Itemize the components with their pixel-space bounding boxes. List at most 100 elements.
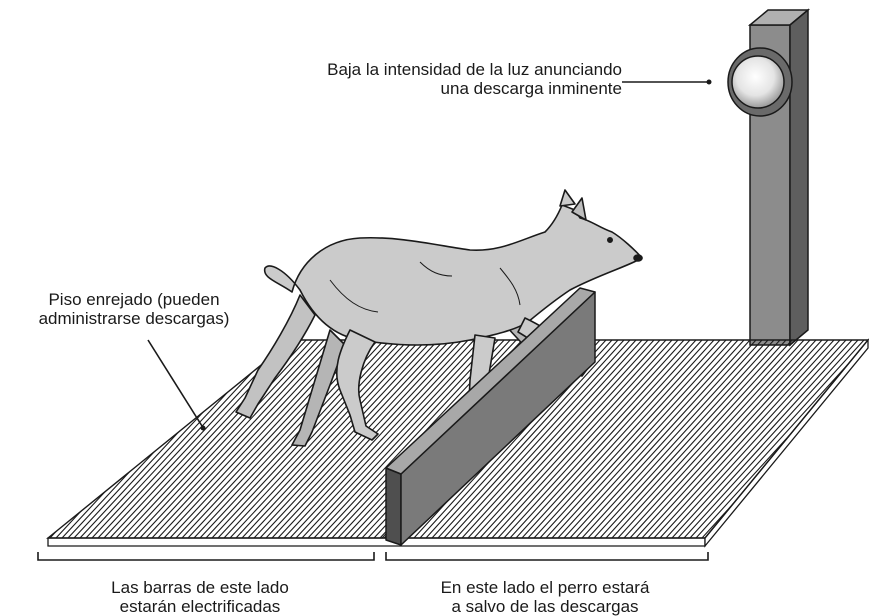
grid-bar — [48, 340, 245, 538]
grid-bar — [151, 340, 353, 538]
grid-bar — [217, 340, 419, 538]
grid-bar — [479, 340, 661, 538]
light-annotation-line2: una descarga inminente — [440, 79, 622, 98]
grid-bar — [73, 340, 275, 538]
safe-side-caption-line2: a salvo de las descargas — [451, 597, 639, 616]
grid-bar — [48, 340, 167, 538]
grid-bar — [521, 340, 703, 538]
grid-bar — [48, 340, 209, 538]
grid-bar — [48, 340, 59, 538]
grid-bar — [48, 340, 203, 538]
grid-bar — [48, 340, 227, 538]
grid-bar — [48, 340, 89, 538]
grid-bar — [289, 340, 491, 538]
light-annotation: Baja la intensidad de la luz anunciando … — [232, 60, 622, 98]
grid-bar — [48, 340, 125, 538]
safe-side-caption-line1: En este lado el perro estará — [440, 578, 650, 597]
grid-bar — [551, 340, 733, 538]
electrified-side-caption: Las barras de este lado estarán electrif… — [40, 578, 360, 616]
grid-bar — [611, 340, 793, 538]
grid-bar — [48, 340, 65, 538]
grid-bar — [437, 340, 619, 538]
grid-bar — [48, 340, 101, 538]
grid-bar — [55, 340, 257, 538]
floor-label-leader — [147, 339, 203, 427]
grid-bar — [617, 340, 799, 538]
light-annotation-line1: Baja la intensidad de la luz anunciando — [327, 60, 622, 79]
floor-annotation-line1: Piso enrejado (pueden — [48, 290, 220, 309]
grid-bar — [0, 323, 46, 538]
grid-bar — [539, 340, 721, 538]
grid-bar — [295, 340, 497, 538]
grid-bar — [49, 340, 251, 538]
grid-bar — [48, 340, 161, 538]
grid-bar — [85, 340, 287, 538]
grid-bar — [48, 340, 233, 538]
grid-bar — [665, 340, 847, 538]
grid-bar — [48, 340, 95, 538]
grid-bar — [599, 340, 781, 538]
grid-bar — [533, 340, 715, 538]
grid-bar — [145, 340, 347, 538]
grid-bar — [659, 340, 841, 538]
electrified-side-caption-line2: estarán electrificadas — [119, 597, 281, 616]
left-side-brace — [37, 552, 375, 561]
grid-bar — [461, 340, 643, 538]
grid-bar — [515, 340, 697, 538]
right-side-brace — [385, 552, 709, 561]
floor-outline — [46, 339, 869, 539]
grid-bar — [48, 340, 53, 538]
grid-bar — [485, 340, 667, 538]
grid-bar — [671, 340, 853, 538]
grid-bar — [569, 340, 751, 538]
grid-bar — [48, 340, 143, 538]
grid-bar — [653, 340, 835, 538]
grid-bar — [683, 340, 865, 538]
grid-bar — [247, 340, 449, 538]
grid-bar — [593, 340, 775, 538]
grid-bar — [48, 340, 113, 538]
grid-bar — [557, 340, 739, 538]
grid-bar — [223, 340, 425, 538]
grid-bar — [48, 340, 239, 538]
grid-bar — [48, 340, 149, 538]
grid-bar — [503, 340, 685, 538]
grid-bar — [0, 323, 40, 538]
grid-bar — [641, 340, 823, 538]
grid-bar — [455, 340, 637, 538]
grid-bar — [67, 340, 269, 538]
grid-bar — [48, 340, 221, 538]
grid-bar — [241, 340, 443, 538]
floor-label-leader-dot — [200, 425, 206, 431]
grid-bar — [581, 340, 763, 538]
grid-bar — [623, 340, 805, 538]
divider-barrier — [385, 287, 596, 546]
grid-bar — [127, 340, 329, 538]
light-label-leader-dot — [706, 79, 712, 85]
grid-bar — [575, 340, 757, 538]
grid-bar — [48, 340, 215, 538]
grid-bar — [235, 340, 437, 538]
grid-bar — [563, 340, 745, 538]
grid-bar — [301, 340, 503, 538]
grid-bar — [139, 340, 341, 538]
grid-bar — [283, 340, 485, 538]
floor-annotation-line2: administrarse descargas) — [38, 309, 230, 328]
grid-bar — [527, 340, 709, 538]
grid-bar — [449, 340, 631, 538]
grid-bar — [473, 340, 655, 538]
grid-bar — [677, 340, 859, 538]
grid-bar — [277, 340, 479, 538]
grid-bar — [647, 340, 829, 538]
floor-annotation: Piso enrejado (pueden administrarse desc… — [8, 290, 260, 328]
grid-bar — [629, 340, 811, 538]
safe-side-caption: En este lado el perro estará a salvo de … — [395, 578, 695, 616]
floor-slab — [47, 338, 869, 548]
grid-bar — [48, 340, 191, 538]
grid-bar — [61, 340, 263, 538]
grid-bar — [605, 340, 787, 538]
grid-bar — [467, 340, 649, 538]
grid-bar — [229, 340, 431, 538]
